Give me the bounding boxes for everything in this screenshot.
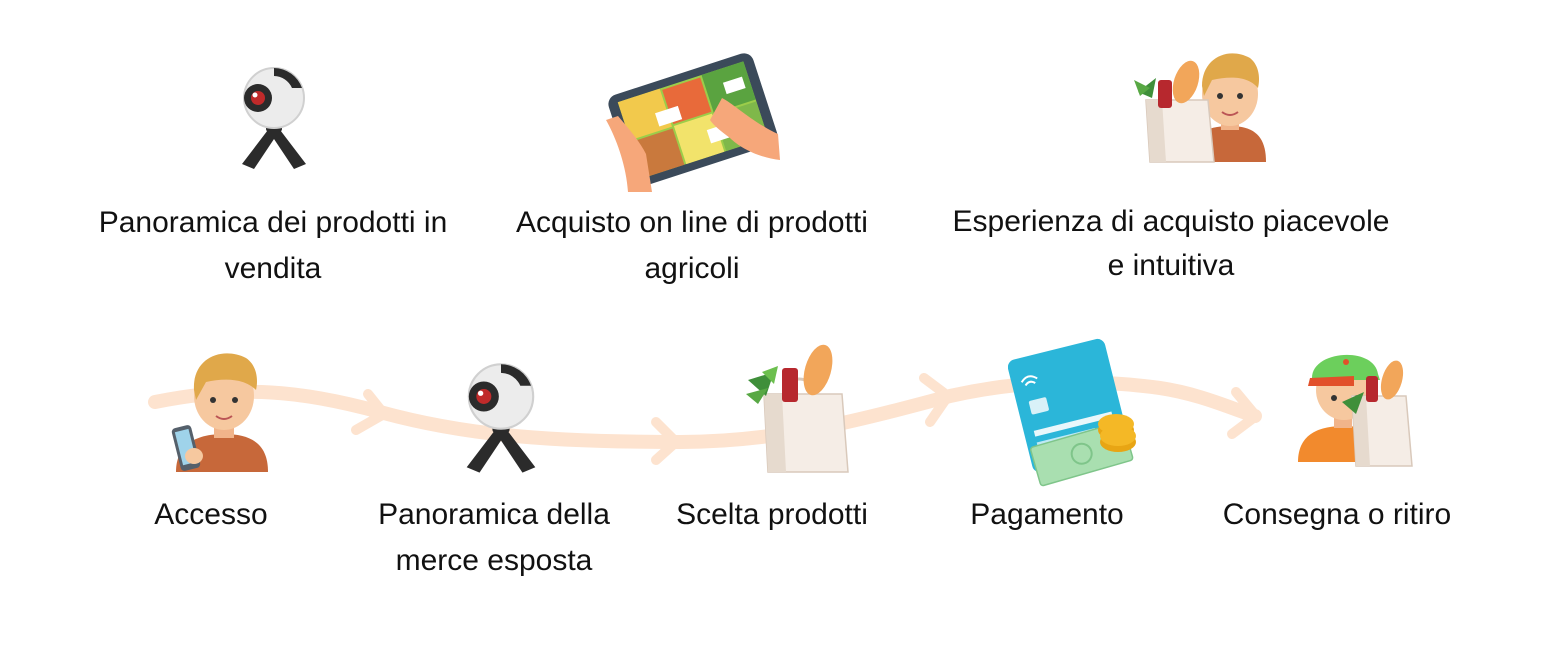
flow-arrow: [1227, 387, 1261, 439]
man-with-phone-icon: [168, 346, 278, 476]
step-label-delivery: Consegna o ritiro: [1222, 498, 1452, 531]
man-shopping-bag-icon: [1130, 40, 1270, 165]
step-label-choose-products: Scelta prodotti: [676, 498, 868, 531]
feature-label-experience: Esperienza di acquisto piacevole e intui…: [952, 205, 1390, 282]
flow-path: [0, 330, 1546, 490]
flow-arrow: [919, 373, 953, 427]
tablet-hands-icon: [602, 42, 782, 192]
step-label-payment: Pagamento: [970, 498, 1124, 531]
feature-label-overview: Panoramica dei prodotti in vendita: [98, 206, 448, 285]
360-camera-icon: [234, 64, 314, 174]
step-label-overview: Panoramica della merce esposta: [378, 498, 610, 577]
flow-arrow: [651, 417, 681, 465]
feature-label-online-purchase: Acquisto on line di prodotti agricoli: [516, 206, 868, 285]
credit-card-money-icon: [1008, 330, 1144, 490]
delivery-person-icon: [1294, 340, 1418, 470]
grocery-bag-icon: [744, 338, 854, 476]
360-camera-icon: [456, 360, 546, 478]
flow-arrow: [351, 389, 389, 435]
step-label-access: Accesso: [154, 498, 268, 531]
